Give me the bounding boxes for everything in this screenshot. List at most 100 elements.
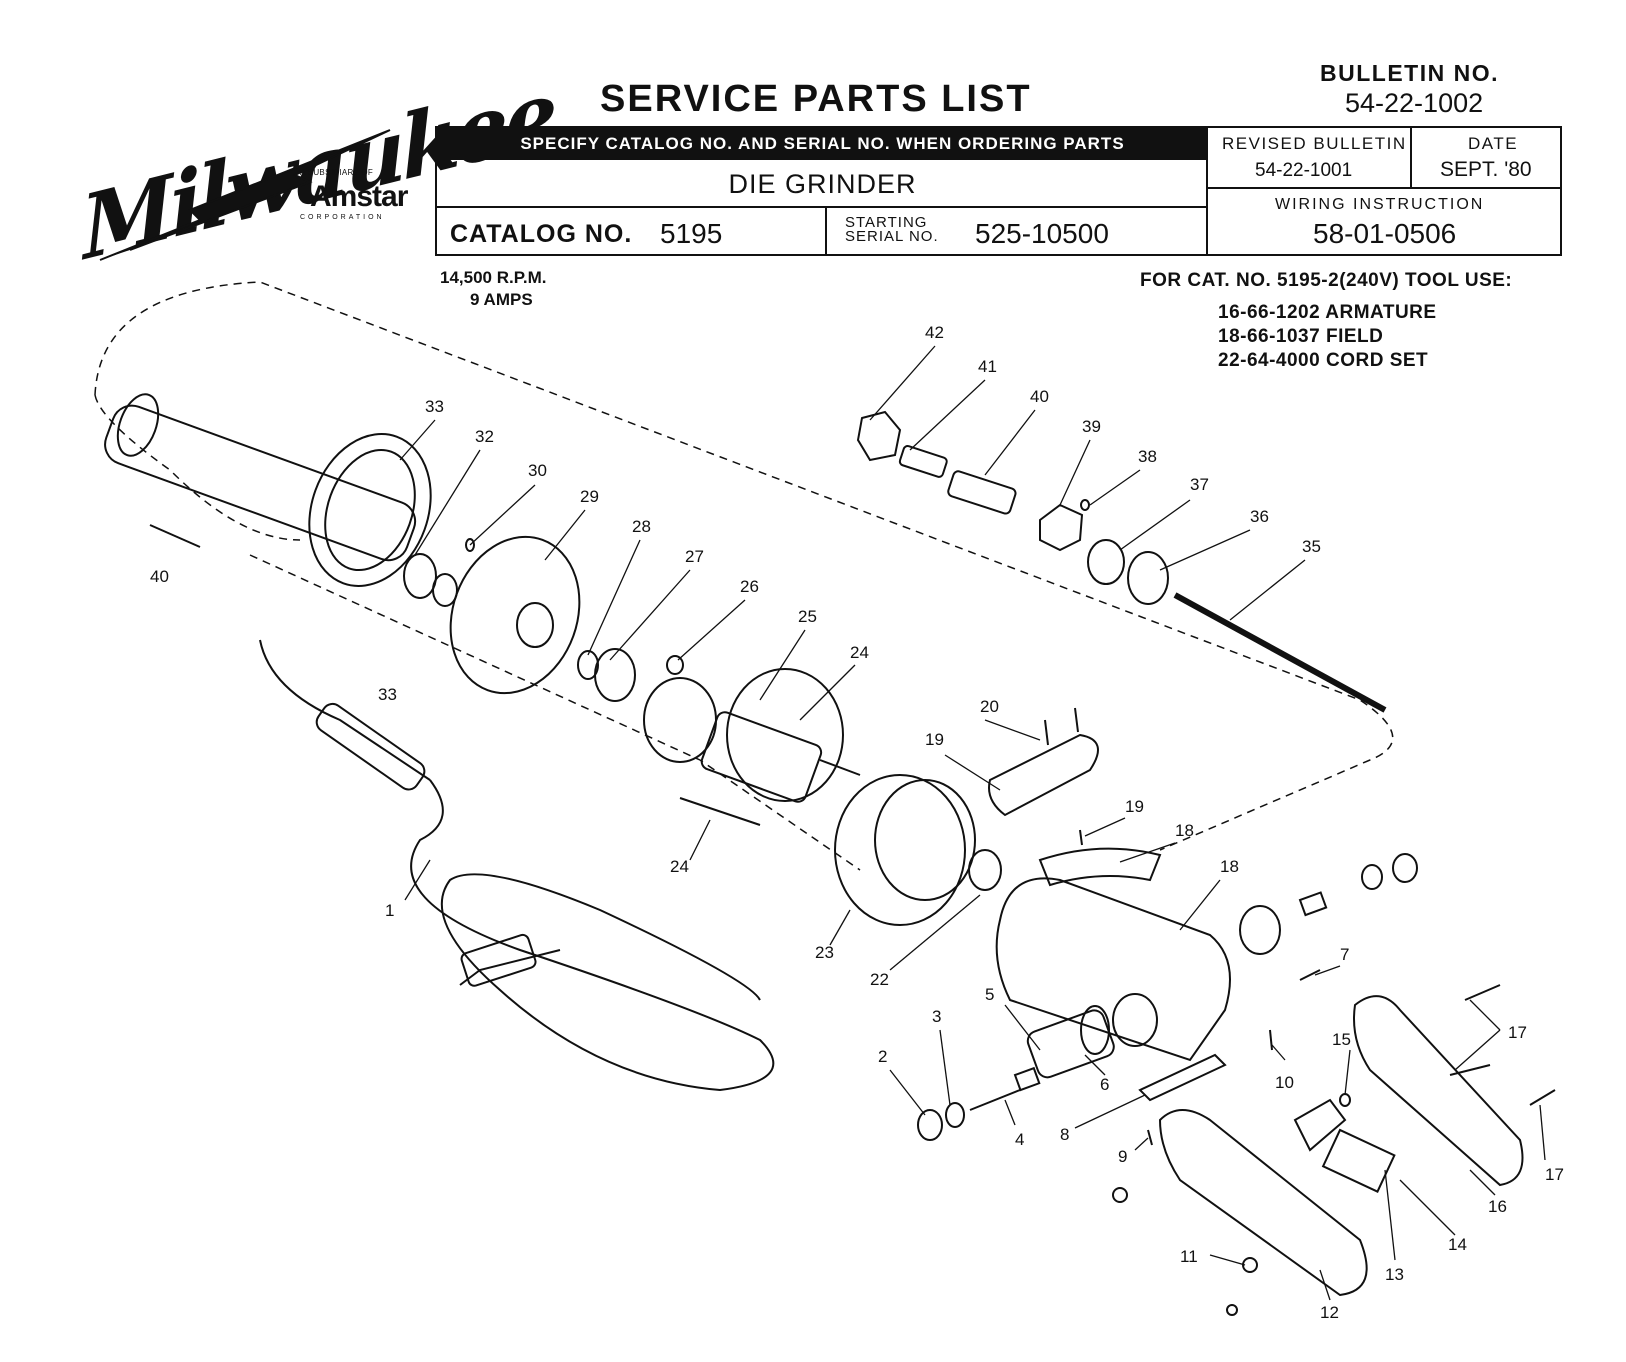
part-label: 12 (1320, 1303, 1339, 1322)
product-name: DIE GRINDER (728, 169, 917, 199)
part-label: 10 (1275, 1073, 1294, 1092)
part-17-screw (1529, 1089, 1556, 1106)
page-title: SERVICE PARTS LIST (600, 78, 1032, 120)
revised-bulletin-label: REVISED BULLETIN (1222, 134, 1407, 153)
serial-label: STARTING SERIAL NO. (845, 214, 939, 245)
part-label: 25 (798, 607, 817, 626)
part-label: 1 (385, 901, 394, 920)
part-label: 6 (1100, 1075, 1109, 1094)
subsidiary-text: A SUBSIDIARY OF (300, 168, 374, 177)
part-23-bearing (968, 849, 1002, 891)
part-label: 24 (850, 643, 869, 662)
part-31-end-plate (449, 535, 581, 695)
part-label: 2 (878, 1047, 887, 1066)
part-label: 13 (1385, 1265, 1404, 1284)
spec-rpm: 14,500 R.P.M. (440, 268, 547, 287)
part-label: 41 (978, 357, 997, 376)
date-label: DATE (1468, 134, 1519, 153)
part-label: 33 (425, 397, 444, 416)
part-24-field (834, 774, 976, 926)
part-39-bearing (1087, 539, 1125, 585)
part-37-spindle (1173, 592, 1387, 713)
amstar-logo: Amstar (310, 180, 408, 213)
part-label: 9 (1118, 1147, 1127, 1166)
part-4-brush-block (1013, 1066, 1041, 1092)
catalog-number: 5195 (660, 218, 723, 249)
amstar-corporation: CORPORATION (300, 214, 385, 221)
part-19-plate (1038, 847, 1162, 887)
part-36-screw (149, 524, 201, 548)
part-11-nut (1242, 1257, 1258, 1273)
divider (1206, 187, 1560, 189)
part-18-gear-case (995, 877, 1231, 1062)
part-label: 35 (1302, 537, 1321, 556)
part-label: 14 (1448, 1235, 1467, 1254)
part-label: 19 (1125, 797, 1144, 816)
part-12-handle (1158, 1109, 1368, 1297)
part-14-spring (1293, 1098, 1347, 1152)
part-label: 17 (1508, 1023, 1527, 1042)
part-28-ring (666, 655, 684, 675)
part-1-cord-set (259, 639, 775, 1092)
part-label: 40 (1030, 387, 1049, 406)
part-label: 36 (1250, 507, 1269, 526)
wiring-label: WIRING INSTRUCTION (1275, 196, 1485, 213)
part-label: 38 (1138, 447, 1157, 466)
part-label: 22 (870, 970, 889, 989)
part-label: 15 (1332, 1030, 1351, 1049)
part-22-screw (1044, 719, 1049, 746)
part-label: 23 (815, 943, 834, 962)
part-30-washer (577, 650, 599, 680)
part-label: 32 (475, 427, 494, 446)
part-label: 5 (985, 985, 994, 1004)
part-35-housing (104, 393, 432, 587)
part-8-plate (1138, 1053, 1227, 1102)
header-table (435, 126, 1562, 256)
alt-voltage-heading: FOR CAT. NO. 5195-2(240V) TOOL USE: (1140, 270, 1513, 291)
part-43-collet (898, 445, 948, 478)
wiring-number: 58-01-0506 (1313, 218, 1457, 249)
part-label: 8 (1060, 1125, 1069, 1144)
part-2-cap (917, 1109, 943, 1141)
part-label: 24 (670, 857, 689, 876)
part-41-nut (1039, 503, 1084, 552)
part-32-pin (465, 538, 475, 552)
milwaukee-logo: Milwaukee (70, 61, 558, 281)
part-label: 16 (1488, 1197, 1507, 1216)
spec-amps: 9 AMPS (470, 290, 533, 309)
divider (437, 206, 1208, 208)
part-44-nut (856, 410, 902, 462)
part-34-bearing (403, 553, 437, 599)
part-21-clamp (988, 733, 1099, 817)
part-29-bearing (594, 648, 636, 702)
divider (825, 206, 827, 254)
brush-cap-icon (1239, 905, 1281, 955)
brush-icon (1298, 891, 1328, 917)
part-label: 17 (1545, 1165, 1564, 1184)
part-label: 4 (1015, 1130, 1024, 1149)
part-7-pin (1299, 969, 1321, 981)
part-label: 27 (685, 547, 704, 566)
part-27-armature (643, 677, 861, 803)
part-label: 19 (925, 730, 944, 749)
part-16-handle (1353, 995, 1524, 1187)
part-label: 42 (925, 323, 944, 342)
part-label: 37 (1190, 475, 1209, 494)
assembly-boundary (249, 554, 861, 871)
part-label: 7 (1340, 945, 1349, 964)
part-label: 33 (378, 685, 397, 704)
part-11-nut (1112, 1187, 1128, 1203)
alt-part-line: 22-64-4000 CORD SET (1218, 350, 1429, 371)
part-label: 20 (980, 697, 999, 716)
part-11-nut (1226, 1304, 1238, 1316)
part-label: 3 (932, 1007, 941, 1026)
part-22-screw (1074, 707, 1079, 733)
part-33-pinion (432, 573, 458, 607)
alt-part-line: 18-66-1037 FIELD (1218, 326, 1384, 347)
serial-number: 525-10500 (975, 218, 1109, 249)
part-5-sleeve (1026, 1005, 1115, 1079)
bulletin-label: BULLETIN NO. (1320, 60, 1499, 86)
catalog-label: CATALOG NO. (450, 220, 633, 248)
part-label: 26 (740, 577, 759, 596)
part-10-screw (1269, 1029, 1273, 1051)
